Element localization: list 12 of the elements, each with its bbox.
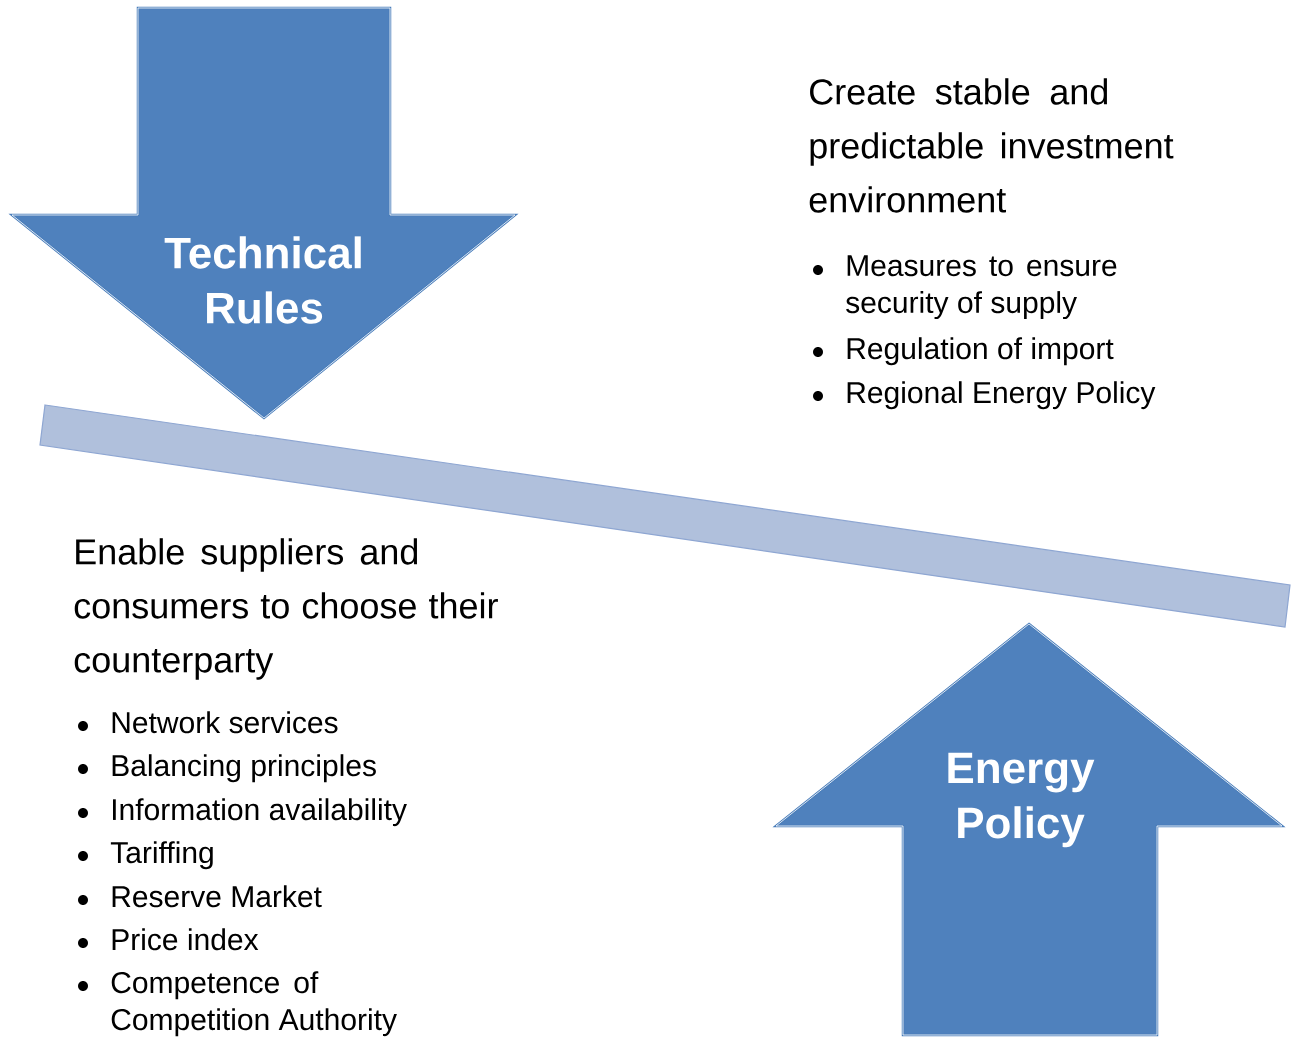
- bullet-item: Reserve Market: [112, 885, 322, 908]
- bullet-item: Tariffing: [110, 841, 213, 870]
- bullet-item: Price index: [112, 928, 259, 951]
- heading: Enable suppliers and consumers to choose their counterparty: [74, 538, 498, 680]
- bullet-item: Regulation of import: [847, 337, 1114, 366]
- bullet-item: Competence of Competition Authority: [111, 971, 397, 1037]
- bullet-item: Balancing principles: [112, 754, 376, 783]
- bullet-item: Measures to ensure security of supply: [846, 255, 1117, 320]
- bullet-item: Network services: [112, 711, 338, 734]
- bullet-item: Regional Energy Policy: [847, 381, 1156, 410]
- bullet-item: Information availability: [113, 798, 407, 827]
- heading: Create stable and predictable investment environment: [809, 78, 1174, 213]
